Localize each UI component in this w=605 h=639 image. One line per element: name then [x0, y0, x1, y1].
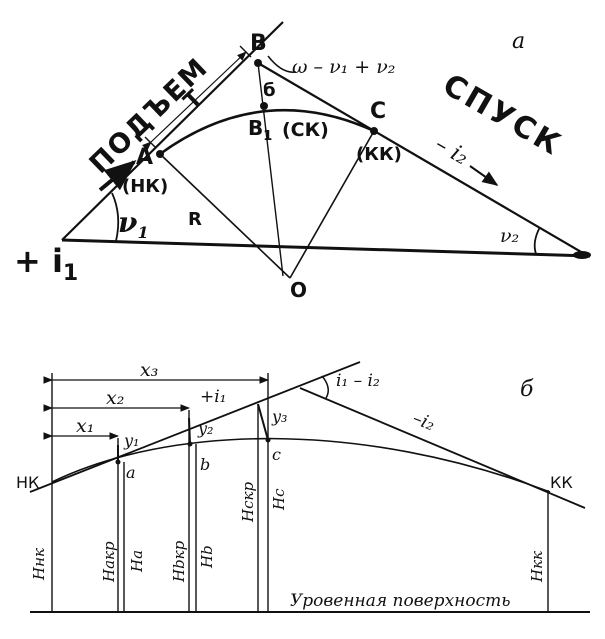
angle-omega-arc: [267, 55, 297, 73]
point-C: [370, 127, 378, 135]
uphill-arrow: [98, 159, 137, 192]
label-a: a: [126, 463, 136, 482]
label-C: C: [370, 99, 386, 124]
bisector-B-O: [257, 62, 284, 277]
label-H-kk: Hкк: [528, 551, 546, 583]
point-c: [265, 437, 271, 443]
label-angle-formula: ω – ν₁ + ν₂: [292, 56, 395, 78]
angle-nu2-arc: [533, 226, 541, 255]
downhill-arrow: [469, 165, 499, 186]
label-grade-down: – i₂: [431, 132, 473, 171]
label-NK: (НК): [122, 176, 168, 197]
y3-offset: [257, 403, 269, 441]
label-SK: (СК): [282, 119, 329, 141]
radius-C-O: [289, 130, 375, 279]
label-c: c: [272, 445, 281, 464]
label-H-akr: Hакр: [100, 541, 118, 583]
point-a: [115, 459, 121, 465]
label-angle-b: i₁ – i₂: [336, 371, 380, 391]
angle-nu1-arc: [111, 192, 120, 242]
T-dimension: [142, 51, 247, 151]
label-x3: x₃: [140, 359, 158, 381]
label-R: R: [188, 209, 202, 230]
y2-offset: [188, 417, 191, 445]
label-H-ckr: Hскр: [239, 482, 257, 523]
vertical-curve: [51, 437, 551, 493]
label-grade-up-b: +i₁: [200, 387, 227, 407]
label-H-bkr: Hbкр: [170, 540, 188, 583]
label-y2: y₂: [197, 419, 213, 438]
label-y1: y₁: [123, 431, 139, 450]
label-x1: x₁: [76, 415, 94, 437]
label-H-a: Ha: [128, 550, 146, 573]
label-A: A: [136, 145, 153, 170]
label-nu2: ν₂: [500, 225, 519, 247]
point-A: [156, 150, 164, 158]
tangent-right: [299, 387, 586, 509]
label-NK-b: НК: [16, 473, 40, 492]
label-H-c: Hc: [270, 488, 288, 511]
label-nu1: ν1: [118, 206, 149, 242]
label-grade-down-b: –i₂: [410, 408, 438, 436]
label-H-b: Hb: [198, 545, 216, 569]
downhill-tangent: [257, 62, 589, 257]
label-H-nk: Hнк: [30, 548, 48, 581]
label-y3: y₃: [271, 407, 287, 426]
label-B1: B1: [248, 116, 272, 144]
point-B: [254, 59, 262, 67]
label-O: O: [290, 278, 307, 302]
radius-A-O: [159, 153, 291, 279]
label-level-surface: Уровенная поверхность: [290, 591, 511, 611]
panel-label-a: а: [512, 29, 525, 54]
label-grade-up: + i1: [14, 242, 78, 286]
label-b-pt: b: [200, 455, 210, 474]
label-KK: (КК): [356, 144, 402, 165]
label-B: B: [250, 31, 267, 56]
label-x2: x₂: [106, 387, 124, 409]
label-b-small: б: [263, 80, 276, 101]
figure-a: а B A C B1 O б T R (НК) (СК) (КК) ω – ν₁…: [14, 21, 591, 302]
end-point: [573, 251, 591, 259]
point-B1: [260, 102, 268, 110]
tangent-left: [29, 361, 361, 493]
baseline: [61, 238, 591, 258]
angle-arc-b: [321, 375, 329, 399]
label-KK-b: КК: [550, 473, 573, 492]
panel-label-b: б: [520, 377, 534, 402]
point-b: [187, 441, 193, 447]
figure-b: б НК КК x₃ x₂ x₁ y₁ y₂ y₃ +i₁ –i₂ i₁ – i…: [16, 359, 590, 613]
